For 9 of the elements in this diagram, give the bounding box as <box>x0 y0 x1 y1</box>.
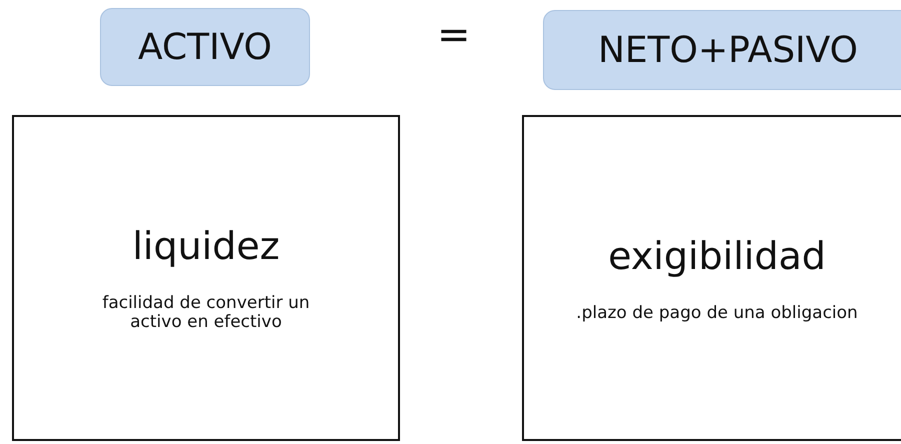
heading-box: NETO+PASIVO <box>543 10 901 90</box>
concept-description: facilidad de convertir un activo en efectivo <box>101 294 311 332</box>
concept-title: exigibilidad <box>608 234 826 278</box>
concept-title: liquidez <box>132 224 280 268</box>
heading-box: ACTIVO <box>100 8 310 86</box>
concept-box <box>522 115 901 441</box>
concept-description: .plazo de pago de una obligacion <box>576 304 858 322</box>
equals-sign: = <box>437 12 471 58</box>
concept-box <box>12 115 400 441</box>
